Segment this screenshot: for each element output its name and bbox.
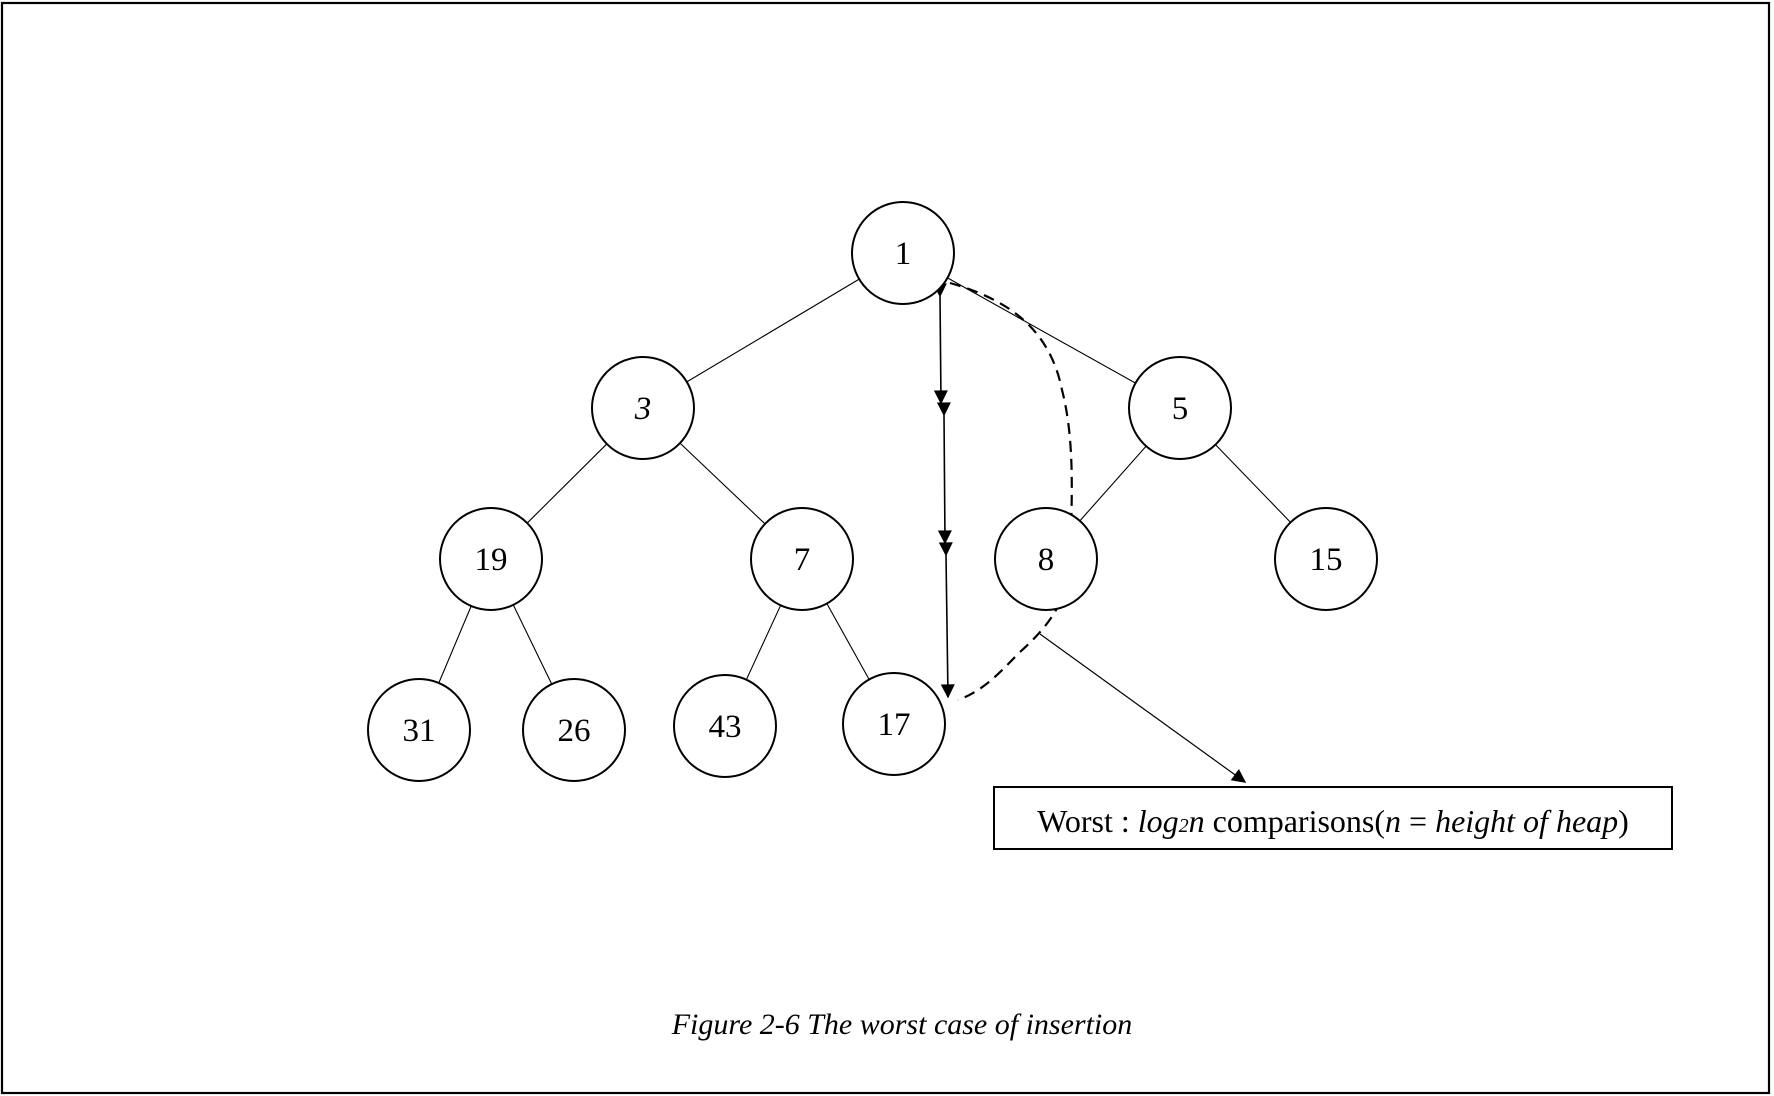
tree-edges [438, 277, 1291, 685]
tree-edge [512, 604, 553, 685]
tree-node-7: 7 [750, 507, 854, 611]
tree-node-43: 43 [673, 674, 777, 778]
node-label: 15 [1310, 542, 1343, 578]
node-label: 43 [709, 709, 742, 745]
tree-node-19: 19 [439, 507, 543, 611]
level-arrow-3 [938, 542, 955, 699]
tree-edge [686, 278, 860, 383]
tree-node-8: 8 [994, 507, 1098, 611]
note-box [993, 786, 1673, 850]
node-circle [439, 507, 543, 611]
node-label: 17 [878, 707, 911, 743]
note-text: Worst : log2n comparisons(n = height of … [1037, 803, 1629, 839]
node-circle [994, 507, 1098, 611]
tree-node-17: 17 [842, 672, 946, 776]
node-label: 19 [475, 542, 508, 578]
tree-edge [1215, 444, 1291, 523]
level-arrow-2 [936, 402, 952, 545]
node-label: 5 [1172, 391, 1189, 427]
tree-edge [745, 605, 782, 680]
tree-edge [826, 603, 870, 680]
node-circle [1128, 356, 1232, 460]
node-circle [522, 678, 626, 782]
node-label: 8 [1038, 542, 1055, 578]
insertion-path-dashed [949, 281, 1073, 702]
tree-node-3: 3 [591, 356, 695, 460]
level-arrow-1 [932, 283, 948, 405]
tree-edge [947, 277, 1136, 384]
tree-node-1: 1 [851, 201, 955, 305]
node-label: 1 [895, 236, 912, 272]
node-label: 26 [558, 713, 591, 749]
node-label: 3 [634, 391, 652, 427]
node-circle [1274, 507, 1378, 611]
figure-caption: Figure 2-6 The worst case of insertion [671, 1008, 1133, 1041]
node-label: 31 [403, 713, 436, 749]
node-circle [842, 672, 946, 776]
tree-edge [526, 443, 608, 524]
level-arrows [932, 283, 955, 699]
tree-node-5: 5 [1128, 356, 1232, 460]
node-circle [673, 674, 777, 778]
node-circle [591, 356, 695, 460]
node-label: 7 [794, 542, 811, 578]
tree-nodes: 1 3 5 19 7 8 15 31 26 43 17 [367, 201, 1378, 782]
node-circle [851, 201, 955, 305]
worst-case-note: Worst : log2n comparisons(n = height of … [993, 786, 1673, 850]
tree-node-26: 26 [522, 678, 626, 782]
tree-edge [1079, 445, 1147, 522]
tree-edge [438, 605, 472, 684]
node-circle [750, 507, 854, 611]
tree-node-15: 15 [1274, 507, 1378, 611]
node-circle [367, 678, 471, 782]
note-pointer-arrow [1039, 633, 1247, 783]
tree-node-31: 31 [367, 678, 471, 782]
tree-edge [679, 442, 766, 525]
